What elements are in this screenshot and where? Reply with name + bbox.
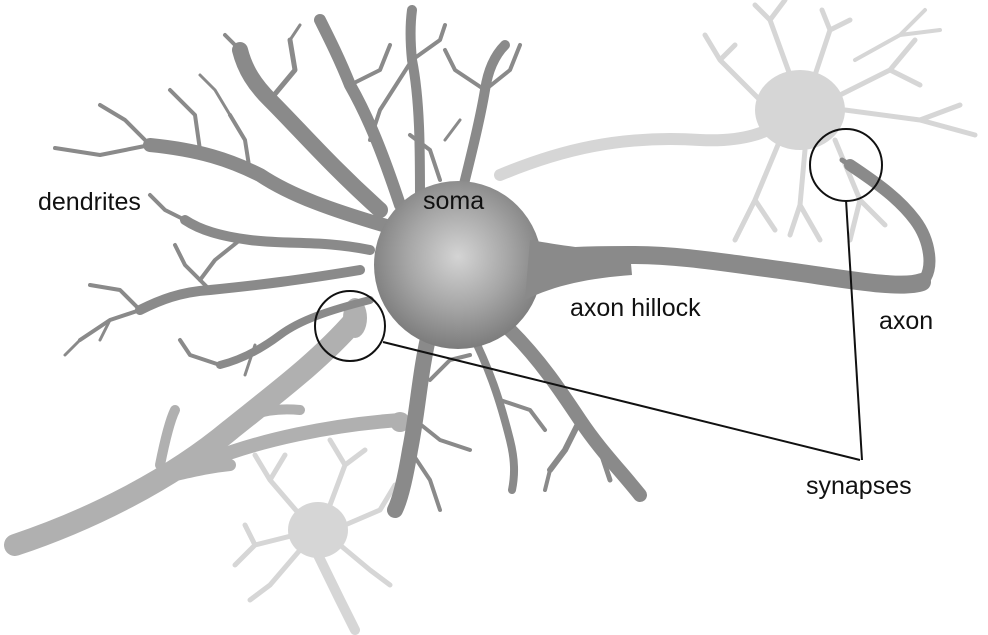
incoming-axon [15,298,410,545]
synapse-line-left [383,342,860,460]
neighbor-neuron-bottom [235,440,395,630]
label-dendrites: dendrites [38,190,141,215]
label-soma: soma [423,189,484,214]
label-synapses: synapses [806,474,912,499]
label-axon-hillock: axon hillock [570,296,701,321]
label-axon: axon [879,309,933,334]
synapse-line-right [846,200,862,460]
